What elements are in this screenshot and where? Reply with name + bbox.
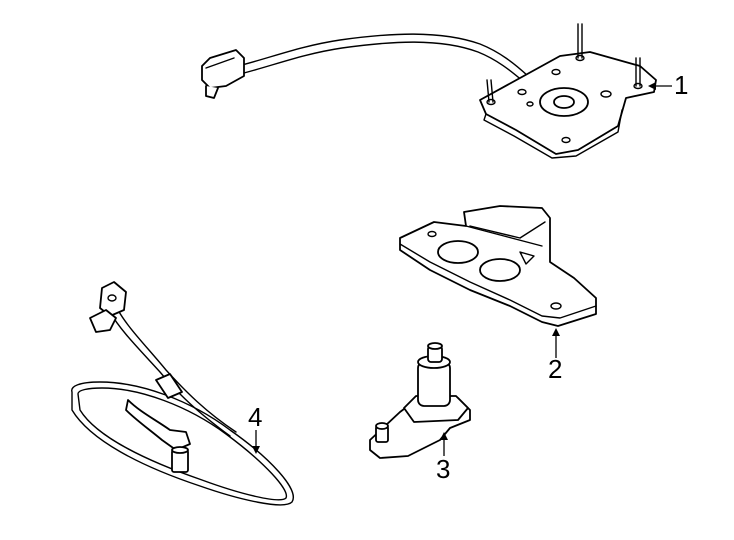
arrowhead-icon xyxy=(648,82,656,90)
arrowhead-icon xyxy=(440,432,448,440)
callout-2: 2 xyxy=(548,328,562,384)
callout-label: 4 xyxy=(248,402,262,432)
arrowhead-icon xyxy=(252,446,260,454)
mounting-stud xyxy=(369,342,471,459)
ground-cable xyxy=(71,281,294,506)
mounting-bracket xyxy=(399,205,597,327)
callout-label: 1 xyxy=(674,70,688,100)
callout-4: 4 xyxy=(248,402,262,454)
callout-3: 3 xyxy=(436,432,450,484)
callout-label: 3 xyxy=(436,454,450,484)
antenna-base-assembly xyxy=(201,23,657,159)
callout-1: 1 xyxy=(648,70,688,100)
callout-label: 2 xyxy=(548,354,562,384)
arrowhead-icon xyxy=(552,328,560,336)
